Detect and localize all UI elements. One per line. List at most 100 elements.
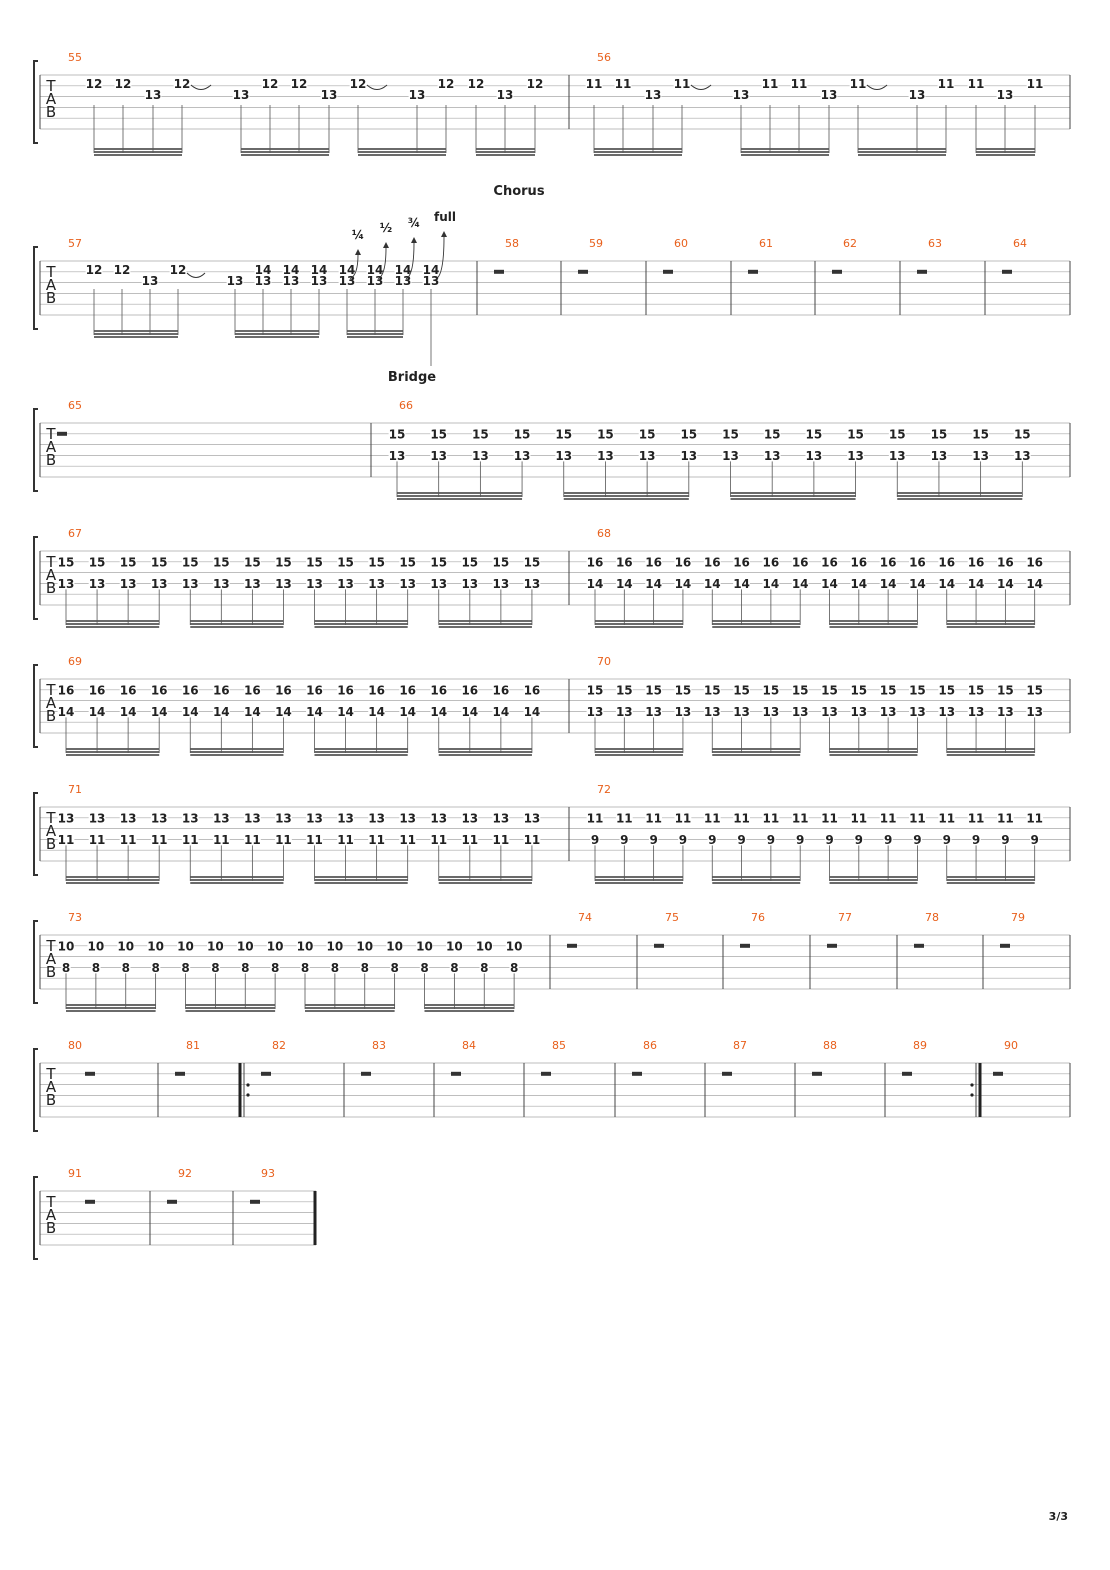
fret-number: 16 [461, 683, 479, 697]
tab-clef-letter: B [46, 1219, 56, 1237]
svg-text:10: 10 [506, 939, 523, 953]
fret-number: 11 [967, 77, 985, 91]
svg-text:8: 8 [92, 961, 100, 975]
svg-text:11: 11 [850, 77, 867, 91]
fret-number: 16 [791, 555, 809, 569]
fret-number: 16 [938, 555, 956, 569]
svg-text:13: 13 [399, 577, 416, 591]
bend-label: ¼ [352, 228, 364, 242]
fret-number: 16 [150, 683, 168, 697]
fret-number: 15 [645, 683, 663, 697]
svg-text:16: 16 [213, 683, 230, 697]
svg-text:13: 13 [213, 577, 230, 591]
fret-number: 11 [850, 811, 868, 825]
fret-number: 15 [680, 427, 698, 441]
measure-number: 55 [68, 51, 82, 64]
fret-number: 14 [615, 577, 633, 591]
svg-text:11: 11 [792, 811, 809, 825]
system-bracket [33, 792, 38, 876]
fret-number: 13 [496, 88, 514, 102]
svg-text:13: 13 [722, 449, 739, 463]
measure-number: 60 [674, 237, 688, 250]
svg-text:16: 16 [821, 555, 838, 569]
fret-number: 8 [300, 961, 310, 975]
svg-text:15: 15 [889, 427, 906, 441]
fret-number: 16 [523, 683, 541, 697]
measure-number: 62 [843, 237, 857, 250]
svg-text:11: 11 [587, 811, 604, 825]
svg-text:13: 13 [880, 705, 897, 719]
svg-text:11: 11 [909, 811, 926, 825]
fret-number: 13 [996, 88, 1014, 102]
svg-text:11: 11 [586, 77, 603, 91]
svg-text:13: 13 [461, 577, 478, 591]
svg-text:13: 13 [514, 449, 531, 463]
measure-number: 93 [261, 1167, 275, 1180]
svg-text:13: 13 [120, 811, 137, 825]
fret-number: 8 [150, 961, 161, 975]
fret-number: 13 [430, 577, 448, 591]
rest-symbol [740, 943, 750, 948]
tab-clef-letter: B [46, 451, 56, 469]
svg-text:11: 11 [430, 833, 447, 847]
tab-clef-letter: A [46, 1078, 57, 1096]
system-bracket [33, 536, 38, 620]
svg-text:13: 13 [58, 577, 75, 591]
svg-text:8: 8 [390, 961, 398, 975]
fret-number: 9 [766, 833, 776, 847]
svg-text:9: 9 [591, 833, 599, 847]
fret-number: 13 [461, 811, 479, 825]
tab-clef-letter: B [46, 1091, 56, 1109]
system-bracket [33, 920, 38, 1004]
fret-number: 16 [492, 683, 510, 697]
fret-number: 15 [430, 555, 448, 569]
svg-text:13: 13 [461, 811, 478, 825]
fret-number: 14 [310, 263, 328, 277]
svg-text:15: 15 [680, 427, 697, 441]
svg-text:16: 16 [244, 683, 261, 697]
svg-text:13: 13 [704, 705, 721, 719]
measure-number: 64 [1013, 237, 1027, 250]
fret-number: 9 [971, 833, 981, 847]
svg-text:13: 13 [645, 88, 662, 102]
fret-number: 16 [821, 555, 838, 569]
svg-text:10: 10 [356, 939, 373, 953]
svg-text:13: 13 [255, 274, 272, 288]
fret-number: 14 [674, 577, 692, 591]
fret-number: 15 [586, 683, 604, 697]
svg-text:13: 13 [909, 88, 926, 102]
svg-text:11: 11 [968, 811, 985, 825]
svg-text:10: 10 [237, 939, 254, 953]
fret-number: 13 [909, 705, 926, 719]
svg-text:11: 11 [213, 833, 230, 847]
svg-text:13: 13 [889, 449, 906, 463]
svg-text:11: 11 [791, 77, 808, 91]
fret-number: 13 [254, 274, 272, 288]
svg-text:10: 10 [58, 939, 75, 953]
svg-text:15: 15 [244, 555, 261, 569]
fret-number: 15 [337, 555, 354, 569]
svg-text:11: 11 [524, 833, 541, 847]
svg-text:16: 16 [938, 555, 955, 569]
svg-text:16: 16 [151, 683, 168, 697]
svg-text:13: 13 [395, 274, 412, 288]
svg-text:13: 13 [182, 577, 199, 591]
fret-number: 10 [296, 939, 314, 953]
svg-text:15: 15 [847, 427, 864, 441]
measure-number: 83 [372, 1039, 386, 1052]
measure-number: 66 [399, 399, 413, 412]
fret-number: 9 [590, 833, 600, 847]
fret-number: 9 [707, 833, 717, 847]
measure-number: 67 [68, 527, 82, 540]
measure-number: 57 [68, 237, 82, 250]
svg-text:11: 11 [850, 811, 867, 825]
svg-text:13: 13 [616, 705, 633, 719]
svg-text:15: 15 [120, 555, 137, 569]
fret-number: 15 [243, 555, 261, 569]
fret-number: 14 [150, 705, 168, 719]
svg-text:14: 14 [938, 577, 955, 591]
system-bracket [33, 1176, 38, 1260]
svg-text:15: 15 [880, 683, 897, 697]
fret-number: 11 [368, 833, 386, 847]
tab-clef-letter: T [45, 681, 56, 699]
